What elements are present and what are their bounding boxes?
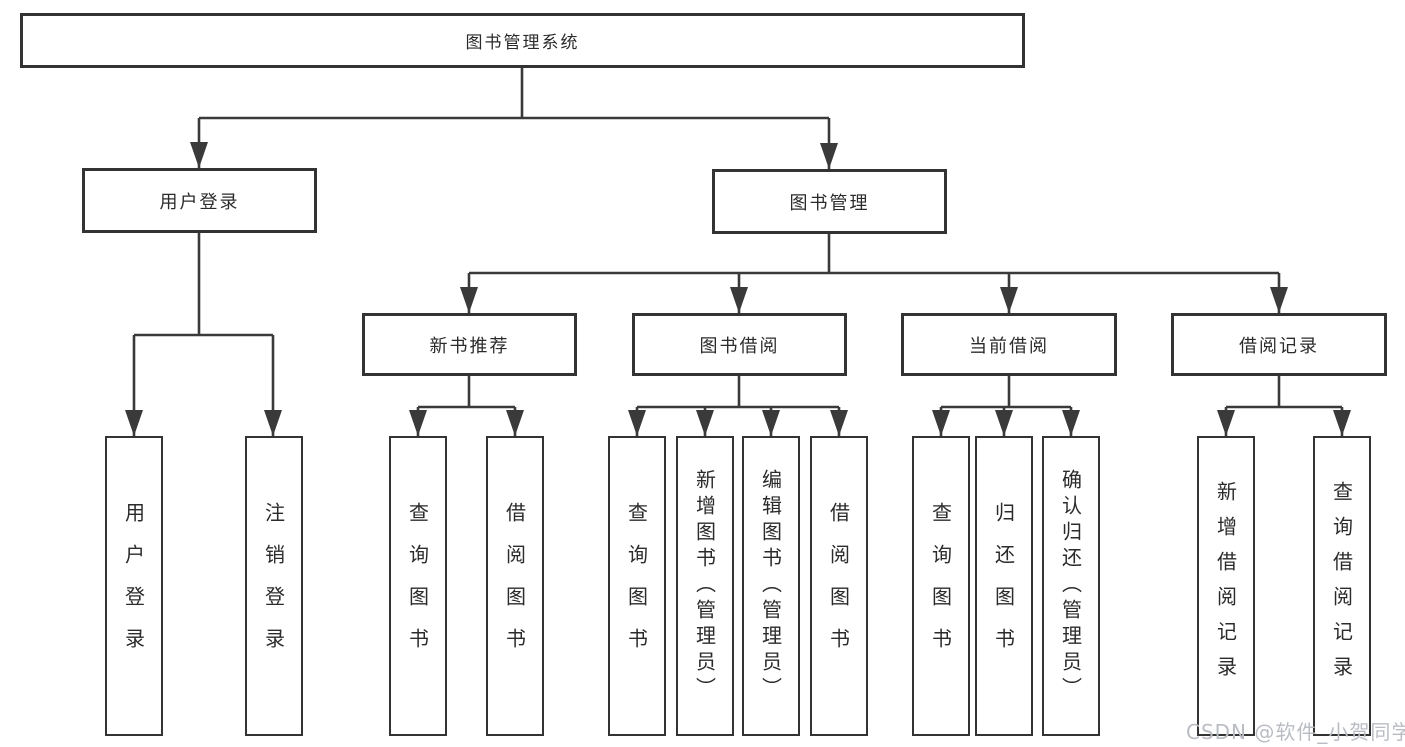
node-borrow-record: 借阅记录 — [1171, 313, 1387, 376]
leaf-add-borrow-record-label: 新增借阅记录 — [1213, 481, 1238, 691]
leaf-query-book-current-label: 查询图书 — [928, 502, 953, 670]
leaf-query-borrow-record-label: 查询借阅记录 — [1329, 481, 1354, 691]
leaf-query-book-borrow-label: 查询图书 — [624, 502, 649, 670]
leaf-query-book-current: 查询图书 — [912, 436, 970, 736]
node-book-borrow-label: 图书借阅 — [699, 335, 780, 357]
leaf-user-login-label: 用户登录 — [121, 502, 146, 670]
connector-new-book-children — [416, 376, 517, 436]
node-current-borrow: 当前借阅 — [901, 313, 1117, 376]
leaf-query-book-borrow: 查询图书 — [608, 436, 666, 736]
watermark: CSDN @软件_小贺同学 — [1186, 720, 1405, 744]
node-book-management: 图书管理 — [712, 169, 947, 234]
leaf-add-borrow-record: 新增借阅记录 — [1197, 436, 1255, 736]
leaf-confirm-return-admin: 确认归还（管理员） — [1042, 436, 1100, 736]
leaf-query-book-recommend-label: 查询图书 — [405, 502, 430, 670]
connector-book-borrow-children — [635, 376, 841, 436]
leaf-add-book-admin: 新增图书（管理员） — [676, 436, 734, 736]
node-current-borrow-label: 当前借阅 — [969, 335, 1049, 357]
leaf-return-book: 归还图书 — [975, 436, 1033, 736]
connector-root-to-level2 — [197, 68, 831, 169]
leaf-borrow-book: 借阅图书 — [810, 436, 868, 736]
node-user-login-label: 用户登录 — [159, 191, 240, 213]
leaf-borrow-book-label: 借阅图书 — [826, 502, 851, 670]
node-user-login: 用户登录 — [82, 168, 317, 233]
leaf-query-borrow-record: 查询借阅记录 — [1313, 436, 1371, 736]
connector-borrow-record-children — [1224, 376, 1344, 436]
leaf-user-login: 用户登录 — [105, 436, 163, 736]
node-new-book-recommend-label: 新书推荐 — [429, 335, 510, 357]
leaf-edit-book-admin-label: 编辑图书（管理员） — [758, 469, 783, 703]
leaf-edit-book-admin: 编辑图书（管理员） — [742, 436, 800, 736]
node-new-book-recommend: 新书推荐 — [362, 313, 577, 376]
arrowheads — [125, 142, 1351, 436]
node-borrow-record-label: 借阅记录 — [1239, 335, 1319, 357]
leaf-borrow-book-recommend: 借阅图书 — [486, 436, 544, 736]
leaf-borrow-book-recommend-label: 借阅图书 — [502, 502, 527, 670]
leaf-confirm-return-admin-label: 确认归还（管理员） — [1058, 469, 1083, 703]
node-book-borrow: 图书借阅 — [632, 313, 847, 376]
leaf-add-book-admin-label: 新增图书（管理员） — [692, 469, 717, 703]
connector-book-mgmt-to-level3 — [467, 234, 1281, 313]
node-root-label: 图书管理系统 — [465, 33, 580, 53]
node-book-management-label: 图书管理 — [789, 192, 870, 214]
leaf-return-book-label: 归还图书 — [991, 502, 1016, 670]
node-root: 图书管理系统 — [20, 13, 1025, 68]
connector-user-login-children — [132, 233, 275, 436]
leaf-logout: 注销登录 — [245, 436, 303, 736]
leaf-logout-label: 注销登录 — [261, 502, 286, 670]
leaf-query-book-recommend: 查询图书 — [389, 436, 447, 736]
